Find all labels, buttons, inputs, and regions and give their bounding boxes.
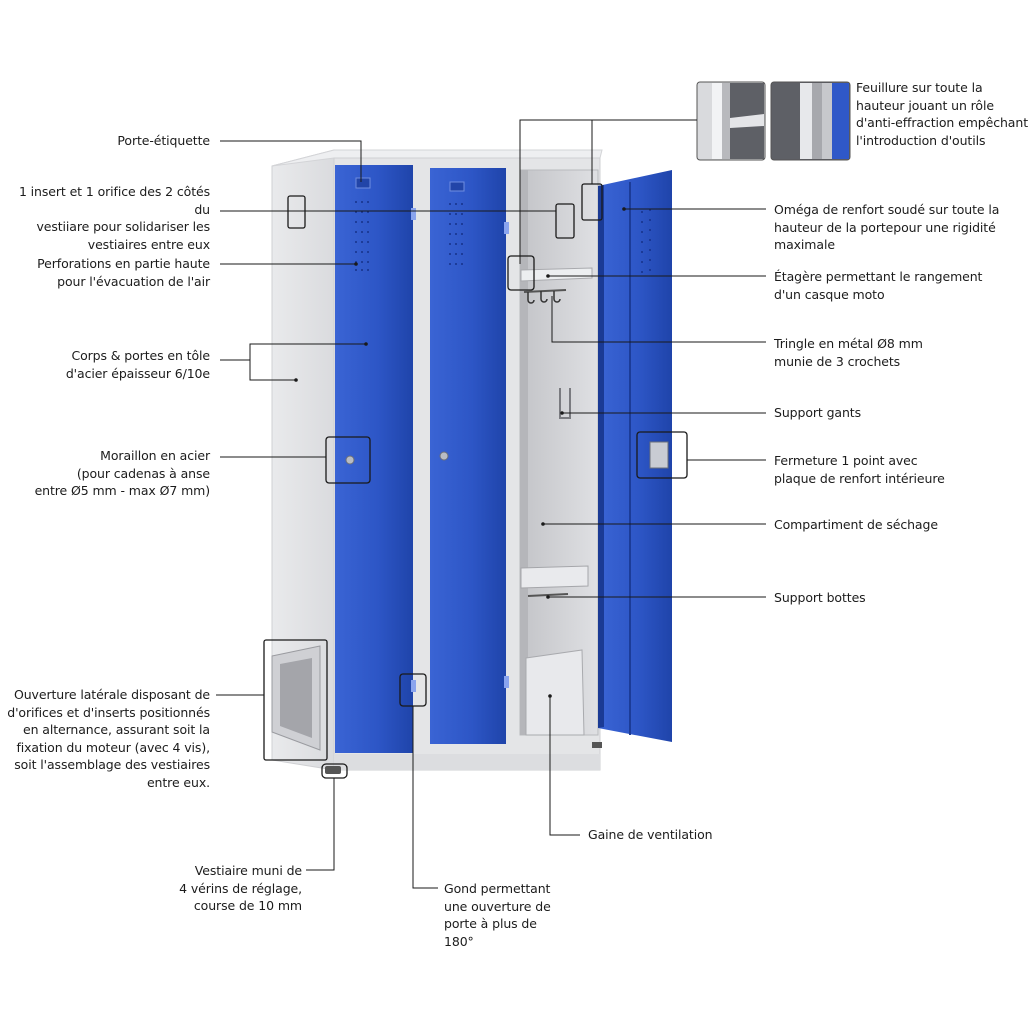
inset-detail-2	[770, 81, 851, 161]
glove-support	[559, 388, 571, 419]
label-moraillon: Moraillon en acier (pour cadenas à anse …	[34, 448, 211, 498]
label-insert-orifice: 1 insert et 1 orifice des 2 côtés du ves…	[18, 184, 210, 252]
open-door-perforations	[641, 209, 651, 273]
label-fermeture: Fermeture 1 point avec plaque de renfort…	[774, 453, 945, 486]
door-1-lock	[345, 455, 355, 465]
label-ouverture-laterale: Ouverture latérale disposant de d'orific…	[7, 687, 210, 790]
label-omega: Oméga de renfort soudé sur toute la haut…	[774, 202, 1000, 252]
hooks	[527, 291, 561, 304]
door-2-perforations	[449, 203, 463, 265]
helmet-shelf	[520, 267, 593, 282]
open-door	[598, 170, 672, 742]
label-compartiment: Compartiment de séchage	[774, 517, 938, 532]
ventilation-duct	[525, 649, 585, 736]
label-porte-etiquette: Porte-étiquette	[117, 133, 210, 148]
label-corps-portes: Corps & portes en tôle d'acier épaisseur…	[65, 348, 210, 381]
label-feuillure: Feuillure sur toute la hauteur jouant un…	[856, 80, 1028, 148]
label-support-bottes: Support bottes	[774, 590, 866, 605]
label-gond: Gond permettant une ouverture de porte à…	[444, 881, 551, 949]
label-perforations: Perforations en partie haute pour l'évac…	[37, 256, 210, 289]
inset-detail-1	[696, 81, 766, 161]
label-etagere: Étagère permettant le rangement d'un cas…	[774, 269, 983, 302]
leveling-foot	[325, 766, 341, 774]
door-2-lock	[439, 451, 449, 461]
boots-shelf	[520, 565, 589, 589]
label-verins: Vestiaire muni de 4 vérins de réglage, c…	[179, 863, 302, 913]
label-holder	[355, 177, 371, 189]
label-tringle: Tringle en métal Ø8 mm munie de 3 croche…	[774, 336, 923, 369]
label-gaine: Gaine de ventilation	[588, 827, 713, 842]
label-support-gants: Support gants	[774, 405, 862, 420]
open-compartment	[519, 169, 599, 736]
open-door-lock-plate	[649, 441, 669, 469]
